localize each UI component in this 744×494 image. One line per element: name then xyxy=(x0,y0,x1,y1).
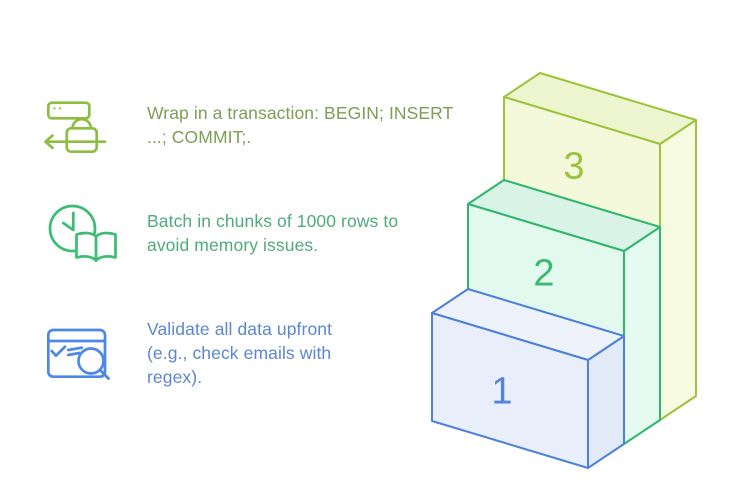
step-text-line: regex). xyxy=(147,367,203,387)
window-shape xyxy=(46,328,107,379)
block-3-side-face xyxy=(659,119,697,421)
card-dot xyxy=(53,107,56,110)
clock-hands xyxy=(61,211,75,232)
block-3-label: 3 xyxy=(563,146,584,188)
clock-book-icon xyxy=(48,204,117,262)
transaction-lock-icon xyxy=(44,101,107,154)
text-dash xyxy=(66,346,84,352)
block-2-label: 2 xyxy=(533,253,554,295)
step-text-line: Batch in chunks of 1000 rows to xyxy=(147,211,399,231)
block-2-side-face xyxy=(623,226,661,445)
step-text-line: Wrap in a transaction: BEGIN; INSERT xyxy=(147,103,454,123)
magnifier-lens xyxy=(77,347,105,375)
text-dash xyxy=(66,351,81,357)
check-mark xyxy=(50,345,67,358)
step-text-line: ...; COMMIT;. xyxy=(147,127,252,147)
step-text-validate: Validate all data upfront (e.g., check e… xyxy=(147,317,332,389)
left-arrow xyxy=(44,134,107,150)
lock-shackle xyxy=(71,117,93,130)
step-text-transaction: Wrap in a transaction: BEGIN; INSERT ...… xyxy=(147,101,453,149)
block-1-front-face xyxy=(431,312,589,469)
block-1: 1 xyxy=(431,288,625,469)
block-1-label: 1 xyxy=(491,371,512,413)
card-dot xyxy=(58,107,61,110)
validate-search-icon xyxy=(46,328,110,380)
step-text-line: (e.g., check emails with xyxy=(147,343,332,363)
card-shape xyxy=(46,101,91,120)
magnifier-handle xyxy=(98,368,110,380)
step-text-line: avoid memory issues. xyxy=(147,235,319,255)
clock-face xyxy=(48,204,97,253)
lock-body xyxy=(65,126,99,154)
step-text-batch: Batch in chunks of 1000 rows to avoid me… xyxy=(147,209,398,257)
step-text-line: Validate all data upfront xyxy=(147,319,333,339)
